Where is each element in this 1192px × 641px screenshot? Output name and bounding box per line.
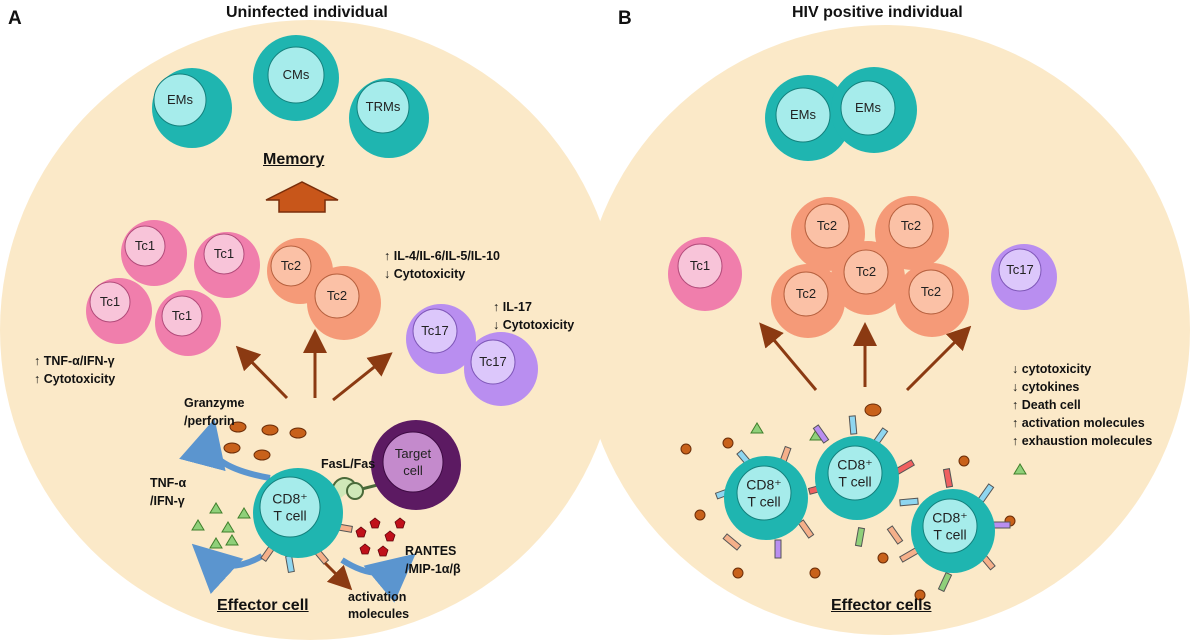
activation-label-line: molecules bbox=[348, 607, 410, 621]
cd8-label-line: T cell bbox=[273, 507, 307, 524]
tc1-cell bbox=[155, 290, 221, 356]
effector-cell-label: Effector cell bbox=[217, 597, 309, 614]
cell-label: Tc2 bbox=[900, 217, 922, 233]
cd8-label-line: CD8⁺ bbox=[932, 509, 968, 526]
hiv-annotation-line: ↓ cytokines bbox=[1012, 380, 1080, 394]
tc2-annotation-line: ↓ Cytotoxicity bbox=[384, 267, 466, 281]
effector-cells-label: Effector cells bbox=[831, 597, 932, 614]
tc1-annotation-line: ↑ Cytotoxicity bbox=[34, 372, 116, 386]
cd8-label-line: CD8⁺ bbox=[746, 476, 782, 493]
tc1-cell-b bbox=[668, 237, 742, 311]
tnf-label-line: TNF-α bbox=[150, 476, 187, 490]
tc2-cell-b bbox=[831, 241, 905, 315]
target-cell-label-line: Target bbox=[394, 445, 432, 461]
tc2-annotation-line: ↑ IL-4/IL-6/IL-5/IL-10 bbox=[384, 249, 500, 263]
granzyme-label-line: /perforin bbox=[184, 414, 235, 428]
cell-label: TRMs bbox=[365, 98, 401, 114]
cell-label: Tc1 bbox=[213, 245, 235, 261]
arrow-to-activation bbox=[323, 561, 353, 591]
cd8-effector-cell-b-1 bbox=[724, 456, 808, 540]
panel-a-letter: A bbox=[8, 8, 22, 29]
cd8-label-line: T cell bbox=[838, 473, 872, 490]
cell-label: Tc17 bbox=[1006, 261, 1034, 277]
cell-label: Tc2 bbox=[920, 283, 942, 299]
cell-label: Tc17 bbox=[479, 353, 507, 369]
panel-b-letter: B bbox=[618, 8, 632, 29]
blue-curved-arrow-granzyme bbox=[179, 418, 271, 481]
cell-label: Tc1 bbox=[689, 257, 711, 273]
cell-label: Tc2 bbox=[855, 263, 877, 279]
activation-label-line: activation bbox=[348, 590, 407, 604]
hiv-annotation-line: ↑ Death cell bbox=[1012, 398, 1081, 412]
memory-cell-ems-a bbox=[152, 68, 232, 148]
tc1-cell bbox=[121, 220, 187, 286]
memory-cell-ems-b bbox=[765, 75, 851, 161]
tc17-cell bbox=[406, 304, 476, 374]
cell-label: Tc2 bbox=[326, 287, 348, 303]
cell-label: Tc1 bbox=[99, 293, 121, 309]
cd8-effector-cell-b-3 bbox=[911, 489, 995, 573]
cd8-label-line: T cell bbox=[747, 493, 781, 510]
blue-curved-arrow-rantes bbox=[340, 553, 416, 603]
memory-cell-trms-a bbox=[349, 78, 429, 158]
arrow-b-to-tc17 bbox=[905, 325, 972, 392]
tc1-cell bbox=[86, 278, 152, 344]
tc1-annotation-line: ↑ TNF-α/IFN-γ bbox=[34, 354, 115, 368]
cd8-label-line: CD8⁺ bbox=[272, 490, 308, 507]
cell-label: EMs bbox=[167, 91, 193, 107]
blue-curved-arrow-tnf bbox=[191, 543, 264, 594]
cell-label: Tc2 bbox=[795, 285, 817, 301]
arrow-to-tc1 bbox=[235, 345, 289, 400]
cd8-effector-cell-a bbox=[253, 468, 343, 558]
arrow-b-to-tc1 bbox=[759, 322, 818, 391]
tc17-cell-b bbox=[991, 244, 1057, 310]
cd8-label-line: CD8⁺ bbox=[837, 456, 873, 473]
cd8-effector-cell-b-2 bbox=[815, 436, 899, 520]
cd8-label-line: T cell bbox=[933, 526, 967, 543]
cell-label: CMs bbox=[282, 66, 310, 82]
rantes-label-line: /MIP-1α/β bbox=[405, 562, 461, 576]
memory-cell-cms-a bbox=[253, 35, 339, 121]
cell-label: Tc2 bbox=[816, 217, 838, 233]
rantes-molecules bbox=[355, 517, 406, 557]
cell-label: Tc17 bbox=[421, 322, 449, 338]
tc2-cell-b bbox=[771, 264, 845, 338]
cell-label: EMs bbox=[855, 99, 881, 115]
cell-label: Tc2 bbox=[280, 257, 302, 273]
hiv-annotation-line: ↑ exhaustion molecules bbox=[1012, 434, 1153, 448]
tc1-cell bbox=[194, 232, 260, 298]
tnf-label-line: /IFN-γ bbox=[150, 494, 185, 508]
tc17-annotation-line: ↓ Cytotoxicity bbox=[493, 318, 575, 332]
fasl-label: FasL/Fas bbox=[321, 457, 376, 471]
memory-label: Memory bbox=[263, 151, 325, 168]
target-cell-label-line: cell bbox=[403, 462, 423, 478]
cell-label: EMs bbox=[790, 106, 816, 122]
tc2-cell-b bbox=[895, 263, 969, 337]
panel-a-title: Uninfected individual bbox=[226, 4, 388, 21]
memory-up-arrow bbox=[265, 181, 339, 213]
cytokine-triangles bbox=[191, 502, 251, 549]
hiv-annotation-line: ↓ cytotoxicity bbox=[1012, 362, 1092, 376]
rantes-label-line: RANTES bbox=[405, 544, 457, 558]
cell-label: Tc1 bbox=[134, 237, 156, 253]
target-cell bbox=[371, 420, 461, 510]
memory-cell-ems-b bbox=[831, 67, 917, 153]
scattered-triangles-b bbox=[750, 422, 1027, 475]
tc2-cell bbox=[307, 266, 381, 340]
tc17-cell bbox=[464, 332, 538, 406]
granzyme-label-line: Granzyme bbox=[184, 396, 245, 410]
cell-label: Tc1 bbox=[171, 307, 193, 323]
granzyme-granules bbox=[223, 421, 307, 461]
arrow-to-tc17 bbox=[332, 352, 393, 402]
panel-b-title: HIV positive individual bbox=[792, 4, 963, 21]
tc17-annotation-line: ↑ IL-17 bbox=[493, 300, 532, 314]
hiv-annotation-line: ↑ activation molecules bbox=[1012, 416, 1145, 430]
